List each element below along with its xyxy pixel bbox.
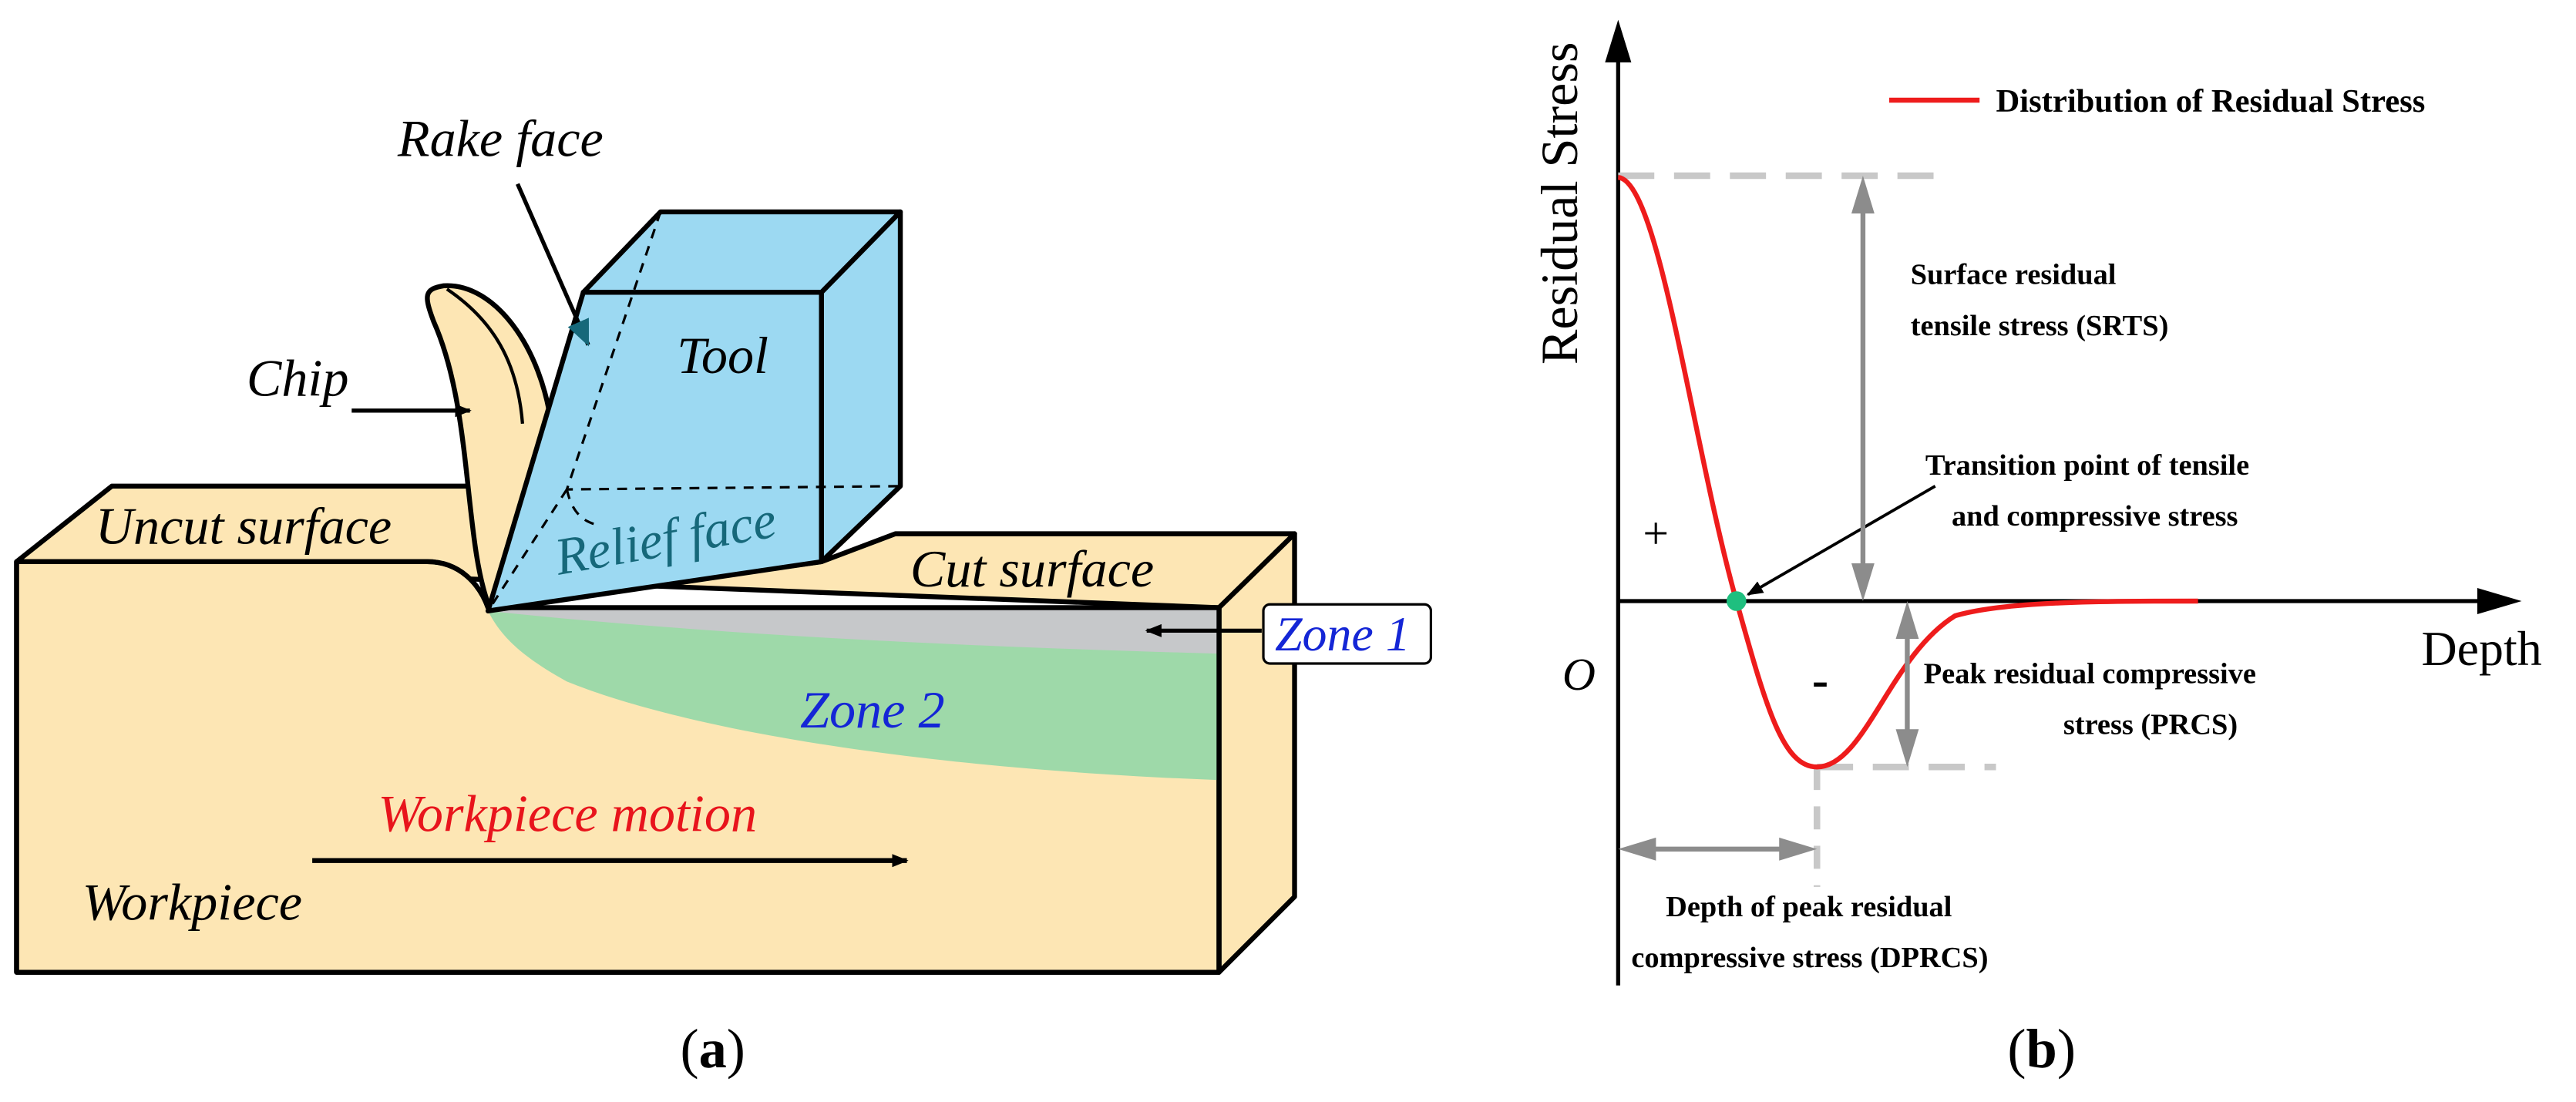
- origin-label: O: [1562, 649, 1596, 700]
- zone2-region: [488, 610, 1219, 781]
- caption-a: (a): [680, 1017, 745, 1080]
- uncut-surface-label: Uncut surface: [96, 496, 392, 555]
- prcs-label-line2: stress (PRCS): [2063, 709, 2238, 741]
- dprcs-label-line2: compressive stress (DPRCS): [1631, 942, 1988, 974]
- prcs-label-line1: Peak residual compressive: [1924, 658, 2256, 690]
- transition-label-line2: and compressive stress: [1952, 500, 2238, 533]
- y-axis-label: Residual Stress: [1530, 42, 1589, 365]
- panel-a: Rake face Tool Chip Uncut surface Relief…: [14, 109, 1433, 1080]
- zone2-label: Zone 2: [800, 680, 945, 739]
- rake-face-arrow: [516, 183, 590, 347]
- zone1-region: [488, 607, 1219, 654]
- minus-sign: -: [1812, 653, 1828, 707]
- chip-label: Chip: [247, 349, 349, 408]
- dprcs-label-line1: Depth of peak residual: [1666, 891, 1952, 923]
- workpiece-motion-label: Workpiece motion: [378, 784, 757, 842]
- zone1-box: [1262, 603, 1433, 665]
- tool-label: Tool: [677, 326, 768, 385]
- tool-side: [819, 209, 903, 565]
- transition-arrow: [1746, 485, 1936, 596]
- srts-label-line2: tensile stress (SRTS): [1911, 310, 2169, 342]
- zone1-label: Zone 1: [1275, 606, 1411, 661]
- rake-face-label: Rake face: [397, 109, 604, 167]
- plus-sign: +: [1643, 508, 1669, 559]
- workpiece-side: [1216, 531, 1297, 975]
- legend-label: Distribution of Residual Stress: [1996, 83, 2426, 119]
- workpiece-label: Workpiece: [82, 872, 302, 931]
- residual-stress-curve: [1617, 174, 2198, 770]
- caption-b: (b): [2007, 1017, 2076, 1080]
- chip: [425, 283, 555, 610]
- x-axis-label: Depth: [2421, 621, 2541, 676]
- transition-label-line1: Transition point of tensile: [1925, 449, 2249, 482]
- cut-surface-label: Cut surface: [910, 539, 1154, 598]
- panel-b: Distribution of Residual Stress Residual…: [1530, 19, 2542, 1080]
- srts-label-line1: Surface residual: [1911, 259, 2117, 291]
- transition-point: [1727, 591, 1747, 611]
